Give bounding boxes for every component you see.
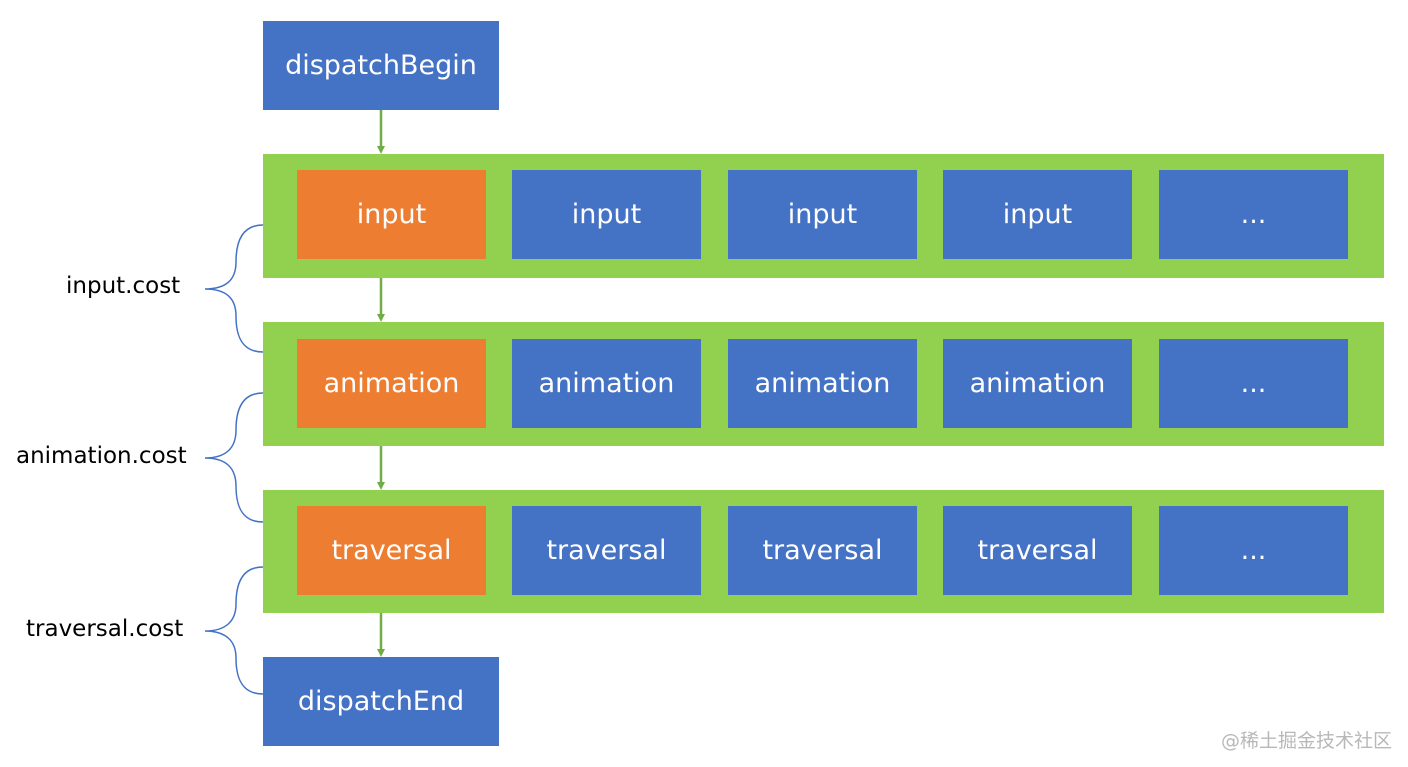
input-callback-ellipsis-box: ... (1159, 170, 1348, 259)
input-callback-box: input (512, 170, 701, 259)
dispatch-end-box: dispatchEnd (263, 657, 499, 746)
dispatch-end-label: dispatchEnd (297, 686, 465, 717)
animation-callback-label: animation (323, 368, 460, 399)
traversal-callback-ellipsis-label: ... (1240, 535, 1267, 566)
animation-callback-ellipsis-label: ... (1240, 368, 1267, 399)
traversal-callback-label: traversal (546, 535, 667, 566)
traversal-callback-box: traversal (728, 506, 917, 595)
traversal-callback-box: traversal (297, 506, 486, 595)
dispatch-begin-label: dispatchBegin (285, 50, 477, 81)
input-callback-box: input (297, 170, 486, 259)
animation-cost-label: animation.cost (16, 443, 187, 469)
input-callback-label: input (571, 199, 642, 230)
input-callback-ellipsis-label: ... (1240, 199, 1267, 230)
animation-callback-label: animation (538, 368, 675, 399)
input-callback-box: input (728, 170, 917, 259)
dispatch-begin-box: dispatchBegin (263, 21, 499, 110)
animation-callback-box: animation (728, 339, 917, 428)
watermark-text: @稀土掘金技术社区 (1220, 730, 1392, 752)
animation-callback-box: animation (943, 339, 1132, 428)
input-callback-box: input (943, 170, 1132, 259)
input-callback-label: input (356, 199, 427, 230)
traversal-callback-box: traversal (943, 506, 1132, 595)
traversal-cost-label: traversal.cost (26, 616, 184, 642)
traversal-callback-label: traversal (977, 535, 1098, 566)
animation-callback-label: animation (969, 368, 1106, 399)
input-cost-label: input.cost (66, 273, 181, 299)
traversal-callback-label: traversal (331, 535, 452, 566)
input-cost-brace (204, 224, 264, 353)
input-callback-label: input (1002, 199, 1073, 230)
animation-callback-label: animation (754, 368, 891, 399)
animation-callback-box: animation (512, 339, 701, 428)
traversal-callback-box: traversal (512, 506, 701, 595)
animation-callback-ellipsis-box: ... (1159, 339, 1348, 428)
traversal-callback-label: traversal (762, 535, 883, 566)
animation-callback-box: animation (297, 339, 486, 428)
animation-cost-brace (204, 392, 264, 523)
input-callback-label: input (787, 199, 858, 230)
traversal-cost-brace (204, 566, 264, 695)
traversal-callback-ellipsis-box: ... (1159, 506, 1348, 595)
